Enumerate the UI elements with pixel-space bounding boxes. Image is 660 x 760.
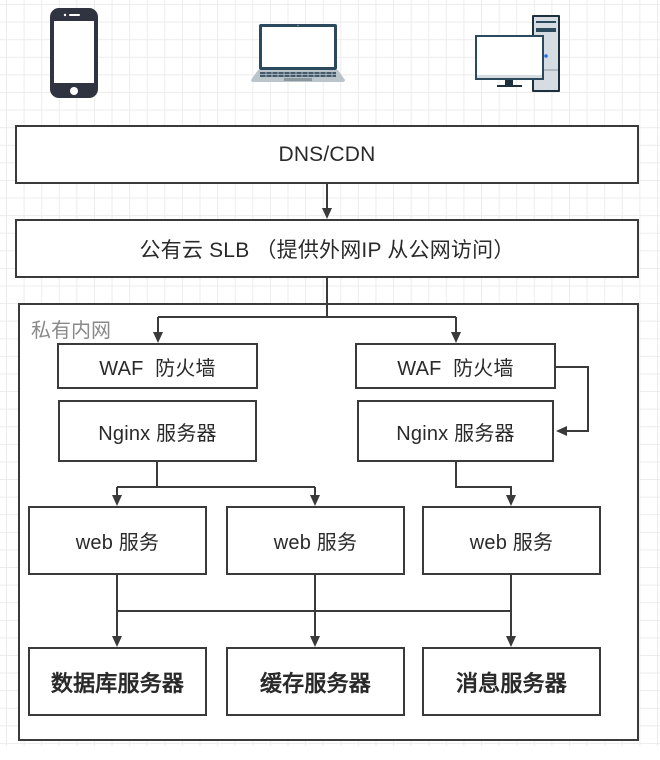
web-service-box-2[interactable]: web 服务: [226, 506, 405, 575]
canvas-bottom-margin: [0, 746, 660, 760]
waf-firewall-box-right[interactable]: WAF 防火墙: [355, 343, 556, 389]
arrowhead-waf-left: [153, 332, 163, 343]
arrowhead-nginx-right: [556, 426, 567, 436]
web-service-box-3[interactable]: web 服务: [422, 506, 601, 575]
nginx-label: Nginx 服务器: [396, 422, 515, 445]
dns-cdn-box[interactable]: DNS/CDN: [15, 125, 639, 184]
web-service-label: web 服务: [469, 532, 554, 554]
private-network-label: 私有内网: [31, 320, 111, 342]
dns-cdn-label: DNS/CDN: [278, 142, 376, 166]
desktop-computer-icon: [475, 15, 560, 92]
database-server-box[interactable]: 数据库服务器: [28, 647, 207, 716]
connector-waf-right-to-nginx-right: [556, 366, 589, 432]
connector-web-to-backends: [116, 575, 512, 638]
nginx-label: Nginx 服务器: [98, 422, 217, 445]
web-service-label: web 服务: [273, 532, 358, 554]
nginx-server-box-left[interactable]: Nginx 服务器: [58, 400, 257, 462]
public-cloud-slb-box[interactable]: 公有云 SLB （提供外网IP 从公网访问）: [15, 219, 639, 278]
arrowhead-web-1: [112, 495, 122, 506]
arrowhead-waf-right: [451, 332, 461, 343]
arrowhead-cache: [310, 636, 320, 647]
waf-label: WAF 防火墙: [99, 357, 216, 380]
database-server-label: 数据库服务器: [50, 670, 185, 696]
web-service-label: web 服务: [75, 532, 160, 554]
web-service-box-1[interactable]: web 服务: [28, 506, 207, 575]
slb-label: 公有云 SLB （提供外网IP 从公网访问）: [139, 238, 515, 262]
waf-firewall-box-left[interactable]: WAF 防火墙: [57, 343, 258, 389]
arrowhead-slb: [322, 208, 332, 219]
arrowhead-database: [112, 636, 122, 647]
smartphone-icon: [50, 8, 98, 98]
cache-server-box[interactable]: 缓存服务器: [226, 647, 405, 716]
nginx-server-box-right[interactable]: Nginx 服务器: [357, 400, 554, 462]
cache-server-label: 缓存服务器: [259, 670, 371, 696]
arrowhead-message: [506, 636, 516, 647]
message-server-label: 消息服务器: [455, 670, 567, 696]
connector-slb-split: [157, 278, 457, 334]
waf-label: WAF 防火墙: [397, 357, 514, 380]
connector-nginx-right-to-web: [455, 462, 512, 497]
connector-nginx-left-to-web: [116, 462, 316, 497]
arrowhead-web-2: [310, 495, 320, 506]
arrowhead-web-3: [506, 495, 516, 506]
laptop-icon: [251, 24, 345, 82]
message-server-box[interactable]: 消息服务器: [422, 647, 601, 716]
